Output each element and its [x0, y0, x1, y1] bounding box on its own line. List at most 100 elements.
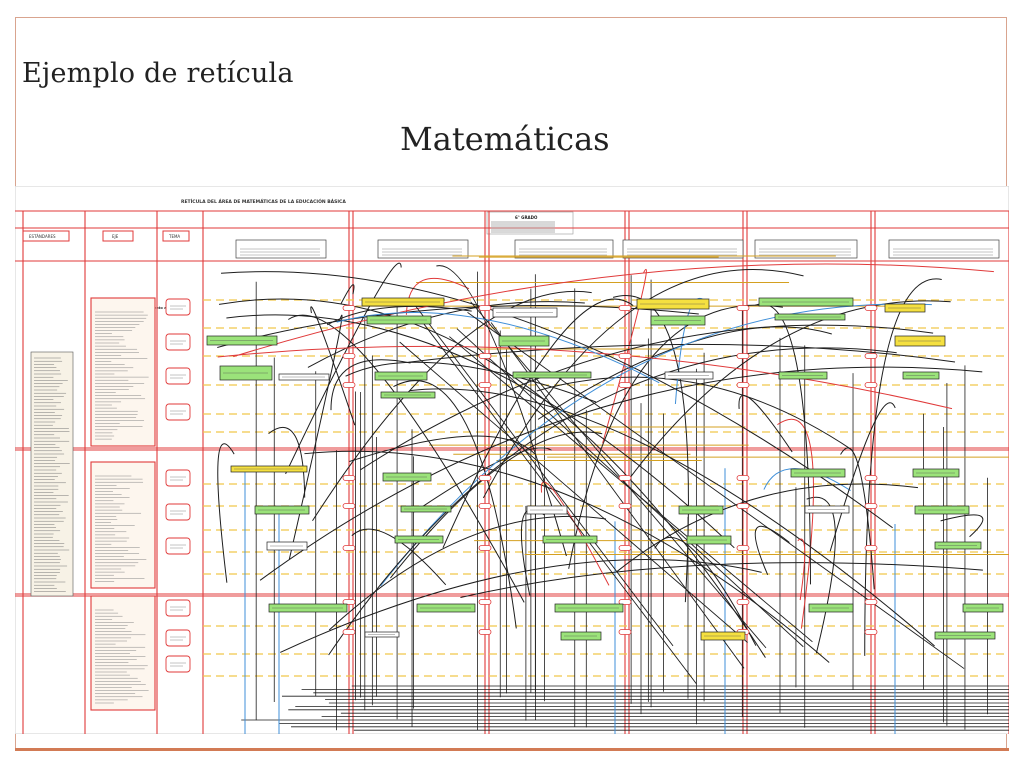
curved-connector [328, 515, 607, 631]
column-header-box [102, 230, 134, 242]
oval-marker [342, 305, 356, 311]
oval-marker [618, 305, 632, 311]
curved-connector [226, 314, 735, 549]
reticula-diagram: RETÍCULA DEL ÁREA DE MATEMÁTICAS DE LA E… [15, 186, 1009, 734]
oval-marker [478, 382, 492, 388]
oval-marker [342, 475, 356, 481]
curved-connector [754, 525, 790, 576]
curved-connector [777, 418, 814, 629]
curved-connector [268, 427, 306, 498]
curved-connector [330, 359, 411, 411]
tema-box [165, 403, 191, 421]
oval-marker [478, 599, 492, 605]
panels-layer [30, 221, 1000, 711]
curved-connector [359, 324, 934, 471]
column-headers: ESTÁNDARES EJE TEMA [22, 230, 190, 242]
oval-marker [478, 305, 492, 311]
curved-connector [280, 559, 762, 653]
diagonal-connector [449, 336, 813, 643]
oval-marker [618, 382, 632, 388]
tema-box [165, 333, 191, 351]
oval-marker [864, 475, 878, 481]
curved-connector [217, 345, 953, 410]
curved-connector [285, 262, 402, 475]
curved-connector [351, 528, 447, 586]
oval-marker [342, 382, 356, 388]
oval-marker [342, 545, 356, 551]
oval-marker [342, 503, 356, 509]
oval-marker [478, 545, 492, 551]
slide-title: Ejemplo de retícula [22, 58, 294, 89]
tema-box [165, 469, 191, 487]
oval-marker [864, 545, 878, 551]
tema-box [165, 298, 191, 316]
curved-connector [482, 269, 804, 499]
curved-connector [288, 314, 525, 603]
oval-marker [736, 353, 750, 359]
oval-marker [618, 503, 632, 509]
oval-marker [342, 599, 356, 605]
curved-connector [310, 306, 356, 426]
oval-marker [864, 382, 878, 388]
curved-connector [442, 298, 634, 548]
standards-panel [30, 351, 74, 597]
diagonal-connector [408, 297, 674, 647]
oval-marker [618, 599, 632, 605]
curved-connector [460, 562, 983, 598]
curved-connector [940, 514, 984, 538]
oval-marker [478, 503, 492, 509]
curved-connector [233, 263, 994, 358]
curved-connector [738, 395, 793, 453]
oval-marker [736, 545, 750, 551]
connections-layer [217, 255, 1009, 734]
column-header-tema: TEMA [168, 234, 180, 239]
curved-connector [217, 305, 699, 348]
curved-connector [408, 343, 956, 363]
curved-connector [409, 388, 935, 647]
oval-marker [618, 545, 632, 551]
nodes-layer [206, 297, 1004, 641]
oval-marker [864, 353, 878, 359]
diagonal-connector [399, 341, 748, 643]
curved-connector [537, 326, 832, 420]
oval-marker [478, 353, 492, 359]
bottom-accent-line [15, 748, 1009, 751]
tema-box [165, 655, 191, 673]
oval-marker [736, 503, 750, 509]
oval-marker [478, 629, 492, 635]
curved-connector [393, 380, 517, 629]
oval-marker [864, 305, 878, 311]
oval-marker [618, 475, 632, 481]
curved-connector [629, 300, 951, 478]
oval-marker [618, 629, 632, 635]
curved-connector [616, 483, 919, 572]
curved-connector [259, 366, 983, 581]
oval-marker [864, 599, 878, 605]
curved-connector [864, 278, 942, 656]
diagonal-connector [470, 301, 767, 649]
column-header-box [162, 230, 190, 242]
tema-box [165, 629, 191, 647]
eje-panel [90, 595, 156, 711]
curved-connector [840, 447, 875, 590]
curved-connector [220, 271, 893, 529]
curved-connector [536, 376, 853, 451]
tema-box [165, 599, 191, 617]
eje-panel [90, 461, 156, 589]
curved-connector [414, 447, 552, 513]
diagram-heading: RETÍCULA DEL ÁREA DE MATEMÁTICAS DE LA E… [181, 197, 346, 205]
diagonal-connector [490, 322, 745, 669]
oval-marker [736, 305, 750, 311]
oval-marker [618, 353, 632, 359]
oval-marker [864, 503, 878, 509]
curved-connector [217, 443, 235, 583]
diagonal-connector [419, 318, 697, 685]
tema-box [165, 367, 191, 385]
curved-connector [328, 347, 897, 656]
column-header-eje: EJE [112, 234, 119, 239]
oval-marker [736, 599, 750, 605]
slide-subtitle: Matemáticas [400, 120, 610, 158]
oval-marker [864, 629, 878, 635]
eje-panel [90, 297, 156, 447]
oval-marker [342, 629, 356, 635]
